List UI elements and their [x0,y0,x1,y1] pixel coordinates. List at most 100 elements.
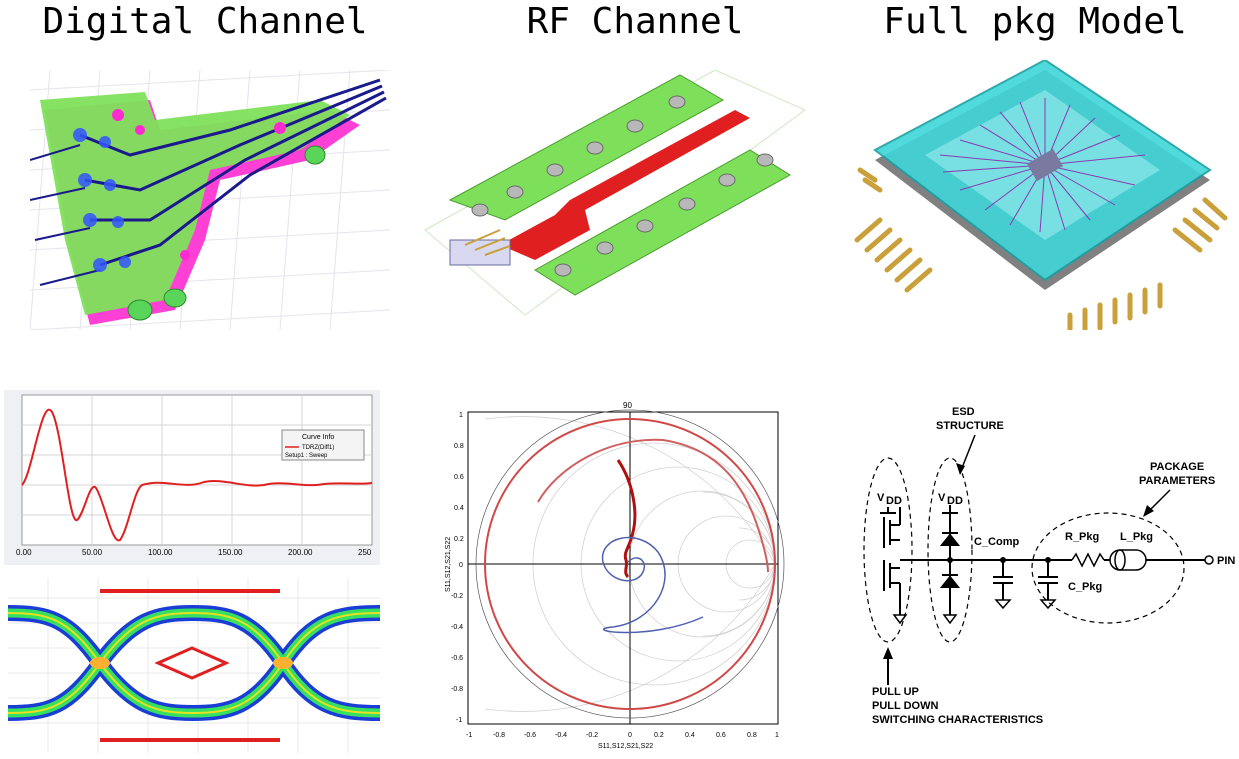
x-tick: -1 [466,732,472,739]
x-tick: -0.6 [524,732,536,739]
legend-trace: TDRZ(Diff1) [302,445,334,451]
l-pkg-label: L_Pkg [1120,531,1153,543]
green-board [40,92,350,315]
y-tick: 0.4 [454,505,464,512]
smith-axes [468,412,778,724]
y-tick: 0.6 [454,474,464,481]
y-tick: -0.6 [451,655,463,662]
legend-box [281,429,365,461]
title-rf-channel: RF Channel [526,1,744,42]
x-tick: 250 [358,548,372,557]
x-tick: 0.6 [716,732,726,739]
die-block [449,239,511,266]
eye-diagram [8,578,380,753]
x-tick: -0.8 [493,732,505,739]
x-tick: 150.00 [218,548,243,557]
pkg-group-outline [1031,512,1185,624]
vdd-right-label: V DD [938,492,963,507]
x-tick: 0 [628,732,632,739]
dashed-groups [863,457,1185,643]
x-tick: 100.00 [148,548,173,557]
driver-transistors [880,507,908,625]
pin-terminal [1204,555,1214,565]
red-rf-trace [500,110,750,260]
smith-frame [467,411,779,725]
x-tick-labels: 0.00 50.00 100.00 150.00 200.00 250 [16,548,372,557]
pkg-arrowhead [1143,505,1154,517]
pkg-label-line2: PARAMETERS [1139,475,1215,487]
esd-label-line1: ESD [952,406,975,418]
r-pkg-resistor [1071,552,1105,568]
smith-x-ticks: -1 -0.8 -0.6 -0.4 -0.2 0 0.2 0.4 0.6 0.8… [466,732,779,739]
x-tick: 0.4 [685,732,695,739]
driver-arrowhead [883,647,893,659]
via-cluster [73,128,131,272]
ground-vias [471,95,774,277]
y-tick: 0.8 [454,443,464,450]
esd-label-line2: STRUCTURE [936,420,1004,432]
full-pkg-3d-view [845,60,1235,330]
title-full-pkg-model: Full pkg Model [883,1,1187,42]
s-param-trace-darkred [616,459,637,579]
smith-chart: 90 S11,S12,S21,S22 S11,S12,S21,S22 -1 -0… [438,392,800,754]
digital-channel-3d-view [30,70,390,330]
eye-background [8,578,380,753]
vdd-left-label: V DD [877,492,902,507]
l-pkg-line-end [1114,549,1126,571]
y-tick: -0.2 [451,593,463,600]
c-pkg-capacitor [1038,560,1058,610]
driver-group-outline [863,457,913,643]
y-tick: 1 [459,412,463,419]
plot-grid [22,395,372,545]
eye-crossings [90,657,293,669]
rf-channel-3d-view [405,70,805,330]
svg-text:DD: DD [886,495,902,507]
r-pkg-label: R_Pkg [1065,531,1099,543]
pin-label: PIN [1217,555,1235,567]
legend-title: Curve Info [302,434,334,441]
bottom-axis-label: S11,S12,S21,S22 [598,743,653,750]
left-axis-label: S11,S12,S21,S22 [445,537,452,592]
gold-leads [854,167,1228,330]
l-pkg-line [1109,549,1147,571]
x-tick: 0.8 [747,732,757,739]
y-tick: -0.4 [451,624,463,631]
eye-mask [154,646,230,680]
s-param-trace-blue [602,536,704,634]
node-esd [947,557,953,563]
svg-text:V: V [877,492,885,504]
title-digital-channel: Digital Channel [42,1,368,42]
esd-diodes [939,505,961,625]
esd-group-outline [927,457,973,643]
eye-traces [8,604,380,722]
c-comp-label: C_Comp [974,536,1020,548]
smith-y-ticks: 1 0.8 0.6 0.4 0.2 0 -0.2 -0.4 -0.6 -0.8 … [451,412,464,724]
bond-wires [464,229,511,256]
smith-outer-circle [484,418,776,710]
svg-text:DD: DD [947,495,963,507]
pull-up-label: PULL UP [872,686,919,698]
bond-wire-fan [939,98,1146,233]
x-tick: 200.00 [288,548,313,557]
svg-text:V: V [938,492,946,504]
x-tick: 50.00 [82,548,103,557]
pull-down-label: PULL DOWN [872,700,938,712]
c-pkg-label: C_Pkg [1068,581,1102,593]
s-param-trace-pink [537,438,769,573]
y-tick: -0.8 [451,686,463,693]
x-tick: 0.2 [654,732,664,739]
x-tick: -0.4 [555,732,567,739]
tdr-trace [21,408,373,542]
magenta-pads [112,109,286,260]
top-angle-label: 90 [623,401,632,410]
legend-setup: Setup1 : Sweep [285,453,328,459]
x-tick: 1 [775,732,779,739]
die [1027,148,1063,182]
x-tick: -0.2 [586,732,598,739]
x-tick: 0.00 [16,548,32,557]
angle-scale-ring [475,409,785,719]
switching-label: SWITCHING CHARACTERISTICS [872,714,1043,726]
y-tick: 0 [459,562,463,569]
y-tick: 0.2 [454,536,464,543]
tdr-plot: Curve Info TDRZ(Diff1) Setup1 : Sweep 0.… [4,390,380,565]
